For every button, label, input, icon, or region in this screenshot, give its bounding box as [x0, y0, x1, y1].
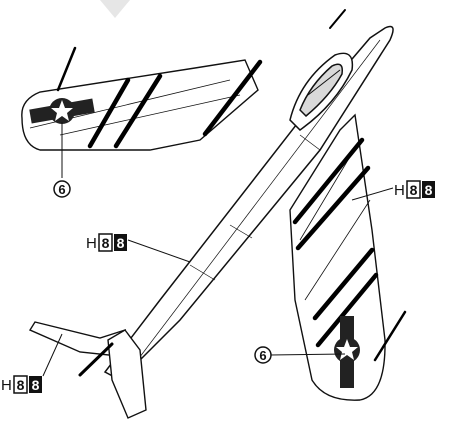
tail-stripes — [78, 342, 114, 377]
left-wing-stripes — [56, 46, 263, 149]
left-wing-roundel — [29, 98, 95, 124]
leader-lines — [42, 122, 394, 377]
right-wing-roundel — [334, 316, 360, 388]
canopy — [289, 52, 354, 131]
code-digit-filled: 8 — [425, 182, 433, 198]
code-right-wing: H 8 8 — [394, 180, 435, 199]
callout-number: 6 — [58, 182, 65, 197]
code-prefix: H — [394, 182, 405, 199]
code-tail: H 8 8 — [1, 375, 42, 394]
code-digit-filled: 8 — [32, 377, 40, 393]
background-shading — [100, 0, 130, 18]
fuselage — [103, 25, 394, 381]
code-prefix: H — [86, 235, 97, 252]
right-wing-stripes — [292, 137, 407, 362]
callout-number: 6 — [259, 348, 266, 363]
code-prefix: H — [1, 377, 12, 394]
tail-stabilizer — [28, 321, 147, 419]
callout-left-wing: 6 — [53, 180, 71, 198]
code-digit-outline: 8 — [102, 235, 110, 251]
code-digit-filled: 8 — [117, 235, 125, 251]
code-fuselage: H 8 8 — [86, 233, 127, 252]
callout-right-wing: 6 — [254, 346, 272, 364]
fuselage-stripes — [329, 9, 346, 29]
code-digit-outline: 8 — [410, 182, 418, 198]
code-digit-outline: 8 — [17, 377, 25, 393]
right-wing — [289, 113, 386, 401]
